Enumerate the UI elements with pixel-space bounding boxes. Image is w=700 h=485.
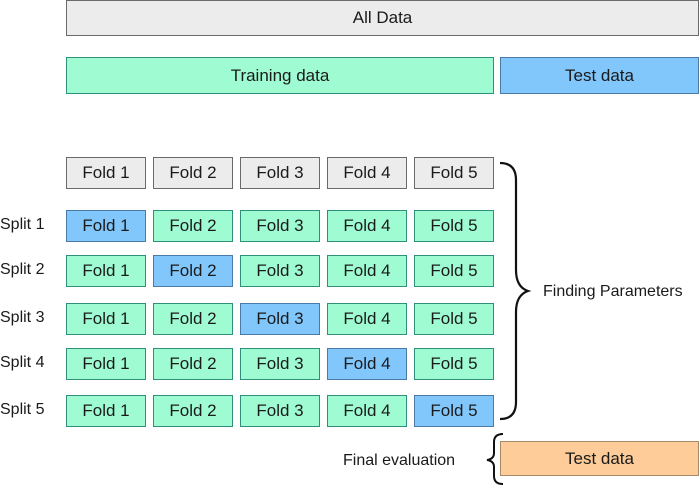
split-4-fold-5: Fold 5 [414, 348, 494, 380]
fold-header-2-label: Fold 2 [169, 163, 217, 182]
split-1-fold-5: Fold 5 [414, 210, 494, 242]
test-data-bar: Test data [500, 57, 699, 94]
final-evaluation-brace [486, 433, 504, 485]
split-5-fold-4: Fold 4 [327, 395, 407, 427]
split-4-fold-3-label: Fold 3 [256, 354, 304, 373]
fold-header-3: Fold 3 [240, 157, 320, 189]
split-2-fold-5: Fold 5 [414, 255, 494, 287]
split-3-fold-2-label: Fold 2 [169, 309, 217, 328]
split-label-4: Split 4 [0, 354, 45, 371]
split-3-fold-5: Fold 5 [414, 303, 494, 335]
split-1-fold-2: Fold 2 [153, 210, 233, 242]
fold-header-3-label: Fold 3 [256, 163, 304, 182]
split-3-fold-2: Fold 2 [153, 303, 233, 335]
split-2-fold-2: Fold 2 [153, 255, 233, 287]
split-5-fold-5-label: Fold 5 [430, 401, 478, 420]
split-2-fold-1-label: Fold 1 [82, 261, 130, 280]
finding-parameters-label: Finding Parameters [543, 283, 683, 300]
split-3-fold-4: Fold 4 [327, 303, 407, 335]
split-2-fold-2-label: Fold 2 [169, 261, 217, 280]
fold-header-2: Fold 2 [153, 157, 233, 189]
split-4-fold-3: Fold 3 [240, 348, 320, 380]
split-3-fold-3-label: Fold 3 [256, 309, 304, 328]
fold-header-1-label: Fold 1 [82, 163, 130, 182]
split-3-fold-1: Fold 1 [66, 303, 146, 335]
split-2-fold-1: Fold 1 [66, 255, 146, 287]
all-data-label: All Data [352, 8, 413, 27]
split-5-fold-3: Fold 3 [240, 395, 320, 427]
split-2-fold-5-label: Fold 5 [430, 261, 478, 280]
fold-header-1: Fold 1 [66, 157, 146, 189]
split-1-fold-3-label: Fold 3 [256, 216, 304, 235]
split-1-fold-5-label: Fold 5 [430, 216, 478, 235]
split-label-5: Split 5 [0, 401, 45, 418]
fold-header-4: Fold 4 [327, 157, 407, 189]
split-4-fold-1: Fold 1 [66, 348, 146, 380]
fold-header-4-label: Fold 4 [343, 163, 391, 182]
split-2-fold-4: Fold 4 [327, 255, 407, 287]
all-data-bar: All Data [66, 0, 699, 36]
split-2-fold-3: Fold 3 [240, 255, 320, 287]
split-4-fold-4: Fold 4 [327, 348, 407, 380]
split-3-fold-1-label: Fold 1 [82, 309, 130, 328]
split-1-fold-3: Fold 3 [240, 210, 320, 242]
split-2-fold-3-label: Fold 3 [256, 261, 304, 280]
split-4-fold-2: Fold 2 [153, 348, 233, 380]
split-label-3: Split 3 [0, 309, 45, 326]
split-4-fold-2-label: Fold 2 [169, 354, 217, 373]
fold-header-5: Fold 5 [414, 157, 494, 189]
split-5-fold-1: Fold 1 [66, 395, 146, 427]
split-1-fold-1: Fold 1 [66, 210, 146, 242]
finding-parameters-brace [499, 161, 532, 421]
final-test-data-bar: Test data [500, 441, 699, 476]
training-data-label: Training data [230, 65, 330, 85]
split-5-fold-4-label: Fold 4 [343, 401, 391, 420]
fold-header-5-label: Fold 5 [430, 163, 478, 182]
split-4-fold-4-label: Fold 4 [343, 354, 391, 373]
split-2-fold-4-label: Fold 4 [343, 261, 391, 280]
split-label-1: Split 1 [0, 216, 45, 233]
split-5-fold-1-label: Fold 1 [82, 401, 130, 420]
split-5-fold-2: Fold 2 [153, 395, 233, 427]
test-data-label: Test data [565, 65, 634, 85]
split-1-fold-4: Fold 4 [327, 210, 407, 242]
training-data-bar: Training data [66, 57, 494, 94]
split-5-fold-5: Fold 5 [414, 395, 494, 427]
split-1-fold-2-label: Fold 2 [169, 216, 217, 235]
final-test-data-label: Test data [565, 448, 634, 468]
split-5-fold-2-label: Fold 2 [169, 401, 217, 420]
split-4-fold-5-label: Fold 5 [430, 354, 478, 373]
split-1-fold-1-label: Fold 1 [82, 216, 130, 235]
split-label-2: Split 2 [0, 261, 45, 278]
split-3-fold-3: Fold 3 [240, 303, 320, 335]
split-5-fold-3-label: Fold 3 [256, 401, 304, 420]
split-3-fold-5-label: Fold 5 [430, 309, 478, 328]
final-evaluation-label: Final evaluation [343, 452, 456, 469]
split-3-fold-4-label: Fold 4 [343, 309, 391, 328]
split-1-fold-4-label: Fold 4 [343, 216, 391, 235]
split-4-fold-1-label: Fold 1 [82, 354, 130, 373]
